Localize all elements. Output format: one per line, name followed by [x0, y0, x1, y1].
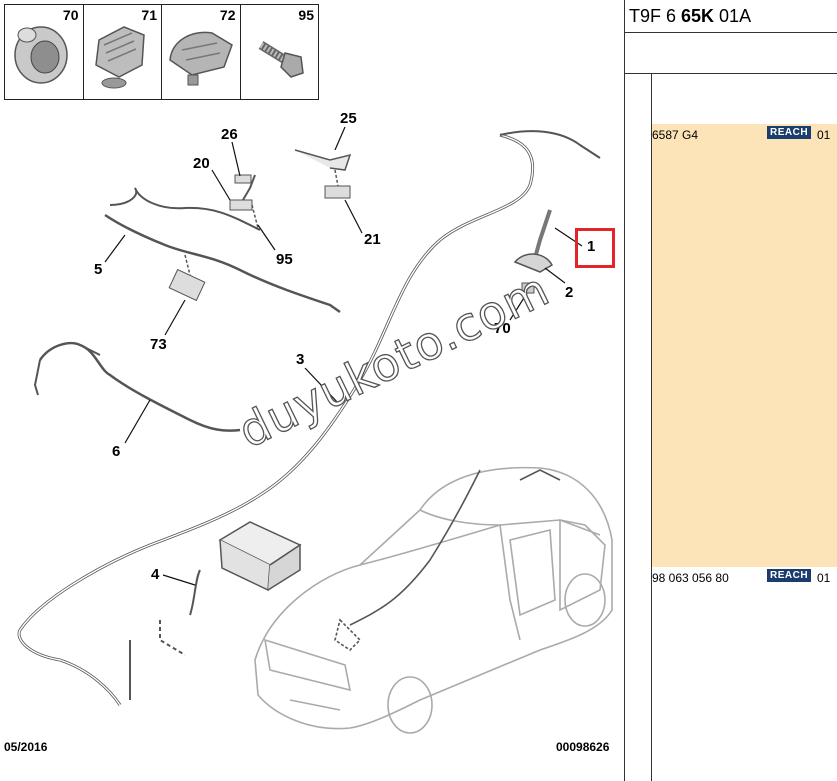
part-row[interactable]: 98 063 056 80 REACH 01 — [652, 567, 837, 781]
wiring-drawing — [17, 126, 613, 734]
callout-73[interactable]: 73 — [150, 336, 167, 353]
thumbnail-72[interactable]: 72 — [162, 5, 241, 99]
parts-list-panel: T9F 6 65K 01A 6587 G4 REACH 01 98 063 05… — [624, 0, 837, 781]
harness-5-path — [104, 213, 341, 314]
callout-6[interactable]: 6 — [112, 443, 121, 460]
part-quantity: 01 — [817, 571, 831, 585]
part-quantity: 01 — [817, 128, 831, 142]
reference-header: T9F 6 65K 01A — [625, 0, 837, 33]
bracket-icon — [169, 31, 233, 86]
thumbnail-strip: 70 71 72 95 — [4, 4, 319, 100]
thumbnail-number: 71 — [141, 7, 157, 23]
parts-diagram: 70 71 72 95 — [4, 4, 615, 754]
part-number[interactable]: 6587 G4 — [652, 128, 699, 142]
thumbnail-number: 72 — [219, 7, 236, 23]
diagram-code: 00098626 — [556, 740, 610, 754]
thumbnail-95[interactable]: 95 — [241, 5, 319, 99]
callout-2[interactable]: 2 — [565, 284, 574, 301]
antenna-fin — [533, 209, 552, 259]
callout-70[interactable]: 70 — [494, 320, 511, 337]
callout-3[interactable]: 3 — [296, 351, 305, 368]
reach-badge: REACH — [767, 569, 812, 582]
reference-bold: 65K — [681, 6, 715, 26]
callout-95[interactable]: 95 — [276, 251, 293, 268]
selected-callout-frame — [575, 228, 615, 268]
diagram-date: 05/2016 — [4, 740, 48, 754]
part-number[interactable]: 98 063 056 80 — [652, 571, 729, 585]
thumbnail-number: 95 — [298, 7, 314, 23]
part-row[interactable]: 6587 G4 REACH 01 — [652, 124, 837, 567]
callout-26[interactable]: 26 — [221, 126, 238, 143]
bolt-icon — [258, 41, 304, 78]
callout-4[interactable]: 4 — [151, 566, 160, 583]
harness-6-path — [38, 341, 241, 432]
reach-badge: REACH — [767, 126, 812, 139]
thumbnail-number: 70 — [62, 7, 79, 23]
thumbnail-70[interactable]: 70 — [5, 5, 84, 99]
clip-icon — [94, 26, 145, 89]
header-spacer — [625, 33, 837, 74]
callout-21[interactable]: 21 — [364, 231, 381, 248]
thumbnail-71[interactable]: 71 — [84, 5, 162, 99]
callout-25[interactable]: 25 — [340, 110, 357, 127]
column-divider — [651, 73, 652, 781]
callout-20[interactable]: 20 — [193, 155, 210, 172]
car-silhouette — [254, 466, 613, 734]
callout-5[interactable]: 5 — [94, 261, 103, 278]
reference-suffix: 01A — [714, 6, 752, 26]
grommet-icon — [14, 26, 68, 84]
callout-1[interactable]: 1 — [587, 238, 596, 255]
reference-prefix: T9F 6 — [629, 6, 682, 26]
